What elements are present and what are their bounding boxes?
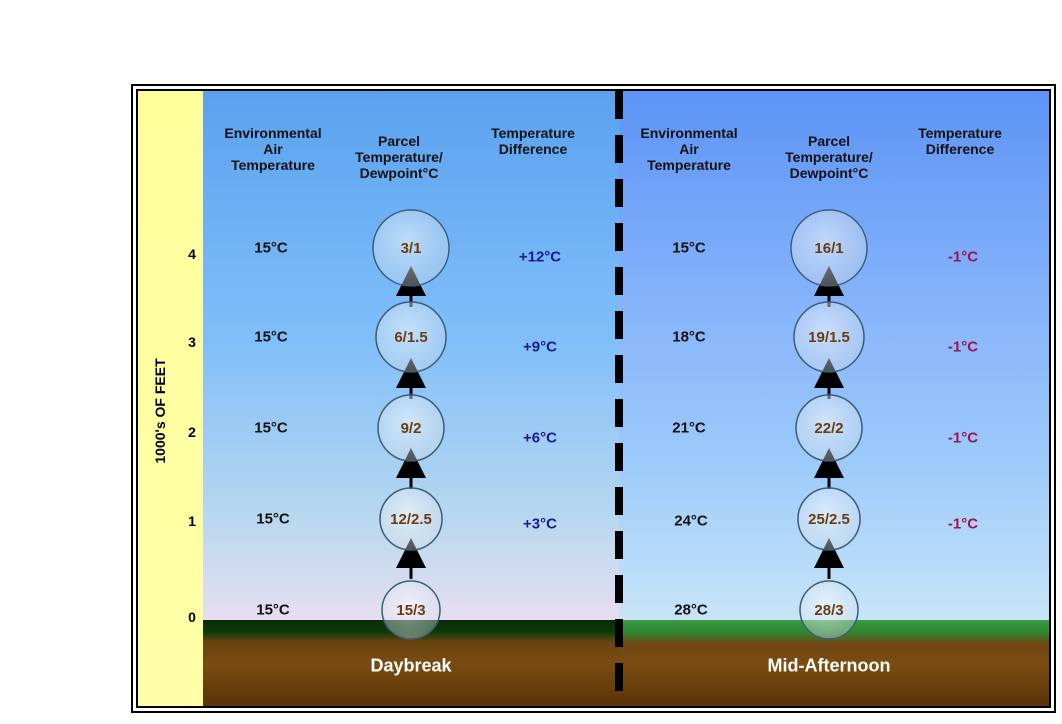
- parcel-value-4: 3/1: [401, 240, 422, 257]
- env-temp-1: 24°C: [674, 512, 708, 530]
- altitude-axis-band: 1000's OF FEET 4 3 2 1 0: [138, 91, 203, 706]
- temp-diff-2: +6°C: [523, 429, 557, 447]
- daybreak-parcel-stack: 3/1 6/1.5 9/2 12/2.5 15/3: [372, 209, 450, 640]
- dashed-divider: [615, 91, 623, 706]
- parcel-value-3: 6/1.5: [394, 329, 427, 346]
- parcel-circle-4: [790, 209, 868, 287]
- mid-afternoon-label: Mid-Afternoon: [767, 655, 891, 676]
- temp-diff-1: +3°C: [523, 515, 557, 533]
- parcel-circle-0: [381, 580, 441, 640]
- parcel-circle-1: [379, 487, 443, 551]
- header-env-temp: Environmental Air Temperature: [224, 125, 322, 173]
- parcel-value-1: 25/2.5: [808, 511, 850, 528]
- parcel-circle-3: [793, 301, 865, 373]
- parcel-value-2: 9/2: [401, 420, 422, 437]
- header-temp-difference: Temperature Difference: [491, 125, 575, 157]
- temp-diff-1: -1°C: [947, 515, 979, 533]
- parcel-circle-0: [799, 580, 859, 640]
- parcel-value-4: 16/1: [814, 240, 843, 257]
- temp-diff-4: -1°C: [947, 248, 979, 266]
- parcel-circle-3: [375, 301, 447, 373]
- parcel-circle-1: [797, 487, 861, 551]
- temp-diff-4: +12°C: [518, 248, 562, 266]
- env-temp-2: 21°C: [672, 419, 706, 437]
- parcel-stacks: 3/1 6/1.5 9/2 12/2.5 15/3 16/1 19/1.5 22…: [372, 209, 868, 640]
- env-temp-3: 18°C: [672, 328, 706, 346]
- parcel-value-0: 28/3: [814, 602, 843, 619]
- parcel-value-2: 22/2: [814, 420, 843, 437]
- env-temp-4: 15°C: [672, 239, 706, 257]
- parcel-circle-2: [377, 394, 445, 462]
- parcel-value-1: 12/2.5: [390, 511, 432, 528]
- header-env-temp: Environmental Air Temperature: [640, 125, 738, 173]
- temp-diff-2: -1°C: [947, 429, 979, 447]
- parcel-value-0: 15/3: [396, 602, 425, 619]
- env-temp-0: 15°C: [256, 601, 290, 619]
- parcel-circle-2: [795, 394, 863, 462]
- mid-afternoon-parcel-stack: 16/1 19/1.5 22/2 25/2.5 28/3: [790, 209, 868, 640]
- daybreak-label: Daybreak: [370, 655, 452, 676]
- diagram-frame: 1000's OF FEET 4 3 2 1 0 Environmental A…: [136, 89, 1051, 708]
- header-temp-difference: Temperature Difference: [918, 125, 1002, 157]
- parcel-value-3: 19/1.5: [808, 329, 850, 346]
- env-temp-3: 15°C: [254, 328, 288, 346]
- temp-diff-3: +9°C: [523, 338, 557, 356]
- parcel-circle-4: [372, 209, 450, 287]
- header-parcel-temp: Parcel Temperature/ Dewpoint°C: [355, 133, 443, 181]
- temp-diff-3: -1°C: [947, 338, 979, 356]
- level-label-4: 4: [188, 246, 196, 262]
- outer-frame: [131, 84, 1056, 713]
- level-label-1: 1: [188, 513, 196, 529]
- level-label-3: 3: [188, 334, 196, 350]
- level-label-0: 0: [188, 609, 196, 625]
- header-parcel-temp: Parcel Temperature/ Dewpoint°C: [785, 133, 873, 181]
- env-temp-4: 15°C: [254, 239, 288, 257]
- env-temp-1: 15°C: [256, 510, 290, 528]
- env-temp-0: 28°C: [674, 601, 708, 619]
- env-temp-2: 15°C: [254, 419, 288, 437]
- level-label-2: 2: [188, 424, 196, 440]
